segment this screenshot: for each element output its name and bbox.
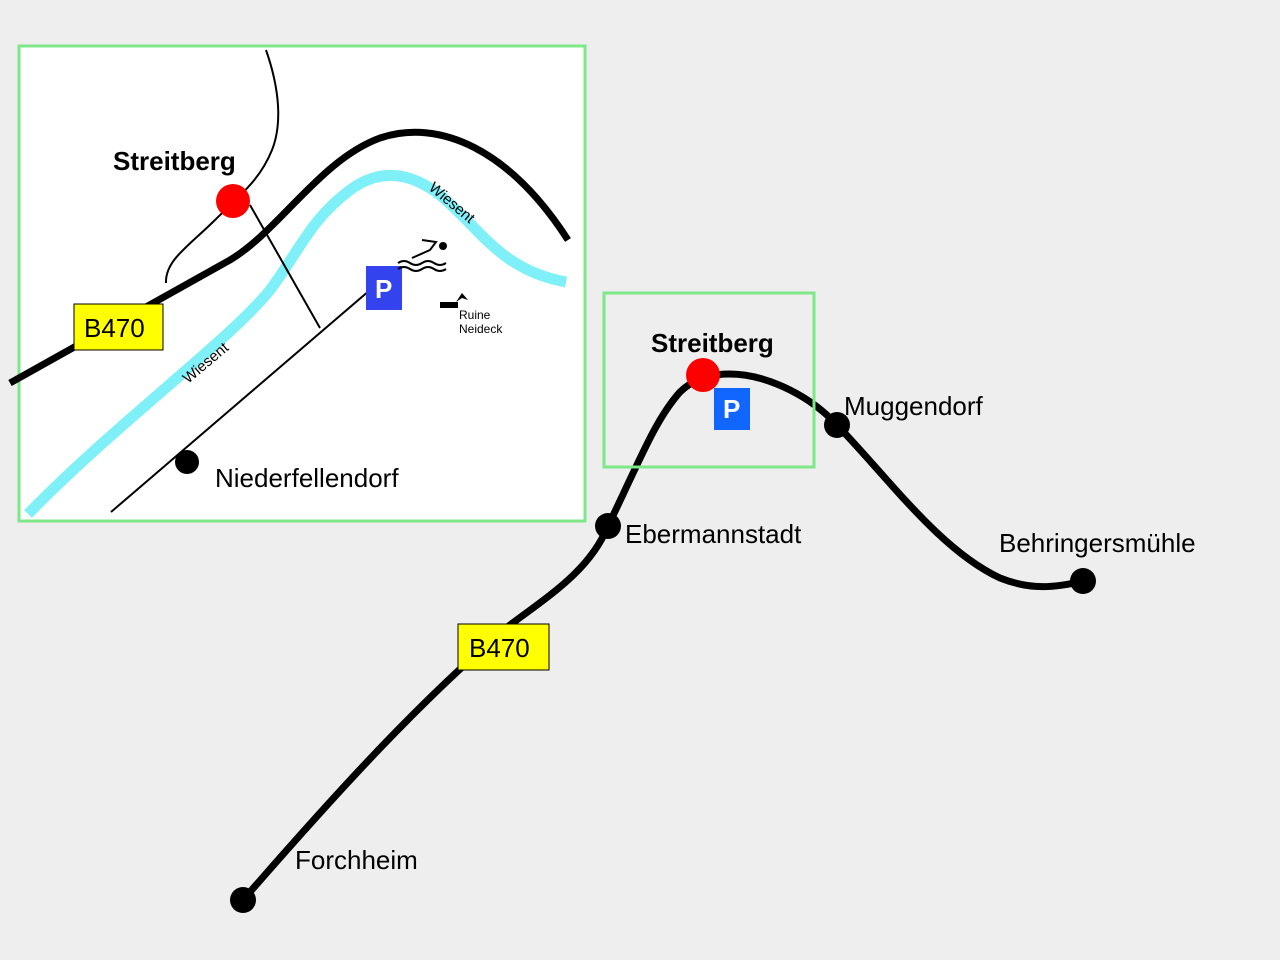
inset-niederfellendorf-marker: [175, 450, 199, 474]
inset-parking-sign: [366, 266, 402, 310]
town-marker-ebermannstadt: [595, 513, 621, 539]
overview-streitberg-marker: [686, 358, 720, 392]
overview-map: Streitberg P Muggendorf Ebermannstadt Be…: [230, 291, 1196, 913]
inset-river-wiesent: [24, 169, 568, 518]
overview-parking-label: P: [723, 394, 740, 424]
overview-highlight-frame: [602, 291, 816, 469]
town-label-behringersmuehle: Behringersmühle: [999, 528, 1196, 558]
inset-map: Streitberg B470 Wiesent Wiesent P Ruine …: [8, 44, 587, 523]
ruin-label-line2: Neideck: [459, 322, 503, 336]
town-marker-muggendorf: [824, 412, 850, 438]
overview-parking-sign: [714, 388, 750, 430]
town-marker-behringersmuehle: [1070, 568, 1096, 594]
town-marker-forchheim: [230, 887, 256, 913]
town-label-ebermannstadt: Ebermannstadt: [625, 519, 802, 549]
inset-b470-road: [8, 128, 571, 387]
inset-niederfellendorf-label: Niederfellendorf: [215, 463, 399, 493]
town-label-muggendorf: Muggendorf: [844, 391, 984, 421]
inset-streitberg-marker: [216, 184, 250, 218]
inset-streitberg-label: Streitberg: [113, 146, 236, 176]
inset-b470-label: B470: [84, 313, 145, 343]
overview-streitberg-label: Streitberg: [651, 328, 774, 358]
town-label-forchheim: Forchheim: [295, 845, 418, 875]
inset-b470-badge: [73, 303, 164, 351]
inset-parking-label: P: [375, 274, 392, 304]
overview-b470-label: B470: [469, 633, 530, 663]
inset-north-road: [164, 49, 280, 284]
overview-b470-badge: [457, 623, 550, 671]
ruin-icon: [440, 293, 468, 308]
inset-road-to-niederfellendorf: [110, 289, 371, 513]
inset-frame: [17, 44, 587, 523]
swimming-icon: [397, 239, 447, 272]
inset-side-road-connector: [249, 204, 321, 329]
ruin-label-line1: Ruine: [459, 308, 491, 322]
